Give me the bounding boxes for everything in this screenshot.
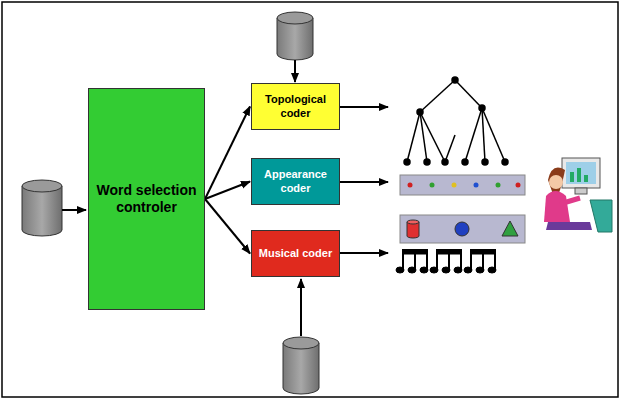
node-label: Topological coder xyxy=(258,93,333,121)
output-arrow xyxy=(340,106,388,108)
tree-icon xyxy=(404,77,508,165)
frame xyxy=(2,2,618,397)
input-arrow xyxy=(300,279,302,336)
user-icon xyxy=(544,158,612,232)
coder-box: Topological coder xyxy=(251,83,340,130)
music-icon xyxy=(396,250,496,273)
database-cylinder xyxy=(22,180,62,236)
controller-box: Word selection controler xyxy=(88,88,205,310)
connector-arrow xyxy=(205,182,250,200)
appearance-icon xyxy=(400,175,525,243)
coder-box: Appearance coder xyxy=(251,158,340,205)
output-arrow xyxy=(340,252,388,254)
node-label: Musical coder xyxy=(259,247,332,261)
coder-box: Musical coder xyxy=(251,230,340,277)
node-label: Word selection controler xyxy=(95,182,198,217)
input-arrow xyxy=(294,60,296,82)
input-arrow xyxy=(62,209,86,211)
output-arrow xyxy=(340,181,388,183)
node-label: Appearance coder xyxy=(258,168,333,196)
connector-arrow xyxy=(205,107,250,200)
connector-arrow xyxy=(205,199,250,254)
database-cylinder xyxy=(277,12,313,60)
database-cylinder xyxy=(283,337,319,394)
